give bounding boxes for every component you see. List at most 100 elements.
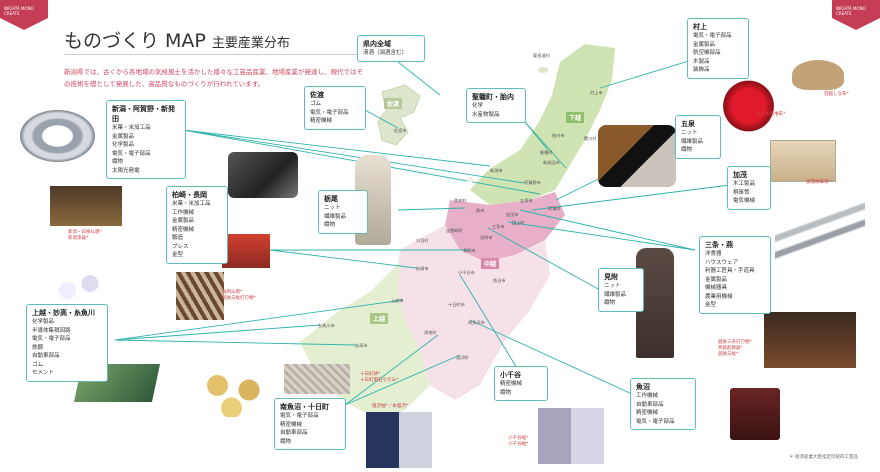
city-label: 出雲崎町 xyxy=(446,228,463,233)
title-main: ものづくり MAP xyxy=(64,30,206,52)
city-label: 見附市 xyxy=(480,235,493,240)
area-item: 織物 xyxy=(280,438,292,445)
paulownia-chest-photo xyxy=(770,140,836,182)
chuetsu-area xyxy=(395,225,550,400)
area-item: ハウスウェア xyxy=(705,259,739,266)
area-item: 清酒（潟酒含む） xyxy=(363,50,408,56)
area-item: 自動車部品 xyxy=(280,430,308,436)
area-item: 米菓・米加工品 xyxy=(172,201,211,207)
area-item: 精密機械 xyxy=(636,410,659,416)
city-label: 刈羽村 xyxy=(416,238,429,243)
area-item: 水産物製品 xyxy=(472,111,500,118)
area-item: 鉄鋼 xyxy=(32,344,44,351)
area-item: 電気・電子部品 xyxy=(693,33,732,39)
city-label: 聖籠町 xyxy=(540,150,553,155)
city-label: 妙高市 xyxy=(355,343,368,348)
city-label: 阿賀町 xyxy=(548,206,561,211)
area-box-seiro: 聖籠町・胎内 化学 水産物製品 xyxy=(466,88,526,123)
cutlery-photo xyxy=(775,190,865,268)
city-label: 佐渡市 xyxy=(394,128,407,133)
area-item: 化学製品 xyxy=(112,142,135,148)
area-item: ニット xyxy=(681,130,698,136)
city-label: 胎内市 xyxy=(552,133,565,138)
area-box-ojiya: 小千谷 精密機械 織物 xyxy=(494,366,548,401)
textile-photo-1 xyxy=(284,364,350,394)
area-item: 米菓・米加工品 xyxy=(112,125,151,131)
area-item: 金属製品 xyxy=(693,41,716,48)
area-item: 太陽光発電 xyxy=(112,167,140,174)
engine-block-photo xyxy=(228,152,298,198)
area-item: 機械器具 xyxy=(705,285,728,291)
area-box-mitsuke: 見附 ニット 繊維製品 織物 xyxy=(598,268,644,312)
knit-sweaters-photo xyxy=(598,125,676,187)
caption-tokamachi-2: 塩沢紬*／本塩沢* xyxy=(372,404,408,409)
caption-ojiya: 小千谷縮* 小千谷紬* xyxy=(508,436,529,447)
tools-photo xyxy=(176,272,224,320)
brand-tag-text: NIIGATA MONO CREATE xyxy=(836,6,866,16)
caption-nagaoka: 長岡仏壇* 越後与板打刃物* xyxy=(222,290,256,301)
area-item: 化学製品 xyxy=(32,319,55,325)
area-item: 利器工匠具・手道具 xyxy=(705,268,755,274)
area-title: 柏崎・長岡 xyxy=(172,191,207,199)
area-item: 化学 xyxy=(472,103,484,109)
city-label: 加茂市 xyxy=(506,212,519,217)
area-box-prefecture: 県内全域 清酒（潟酒含む） xyxy=(357,35,425,62)
area-item: 木製品 xyxy=(693,58,710,65)
caption-niigata: 新潟・白根仏壇* 新潟漆器* xyxy=(68,230,102,241)
intro-text: 新潟県では、古くから各地域の気候風土を活かした様々な工芸品産業、地場産業が発達し… xyxy=(64,68,363,88)
area-box-tochio: 栃尾 ニット 繊維製品 織物 xyxy=(318,190,368,234)
area-title: 魚沼 xyxy=(636,383,650,391)
city-label: 粟島浦村 xyxy=(533,53,550,58)
area-box-kashiwazaki: 柏崎・長岡 米菓・米加工品 工作機械 金属製品 精密機械 鍛造 プレス 金型 xyxy=(166,186,228,264)
area-item: 航空機部品 xyxy=(693,50,721,56)
area-item: 桐箪笥 xyxy=(733,189,750,196)
area-title: 佐渡 xyxy=(310,91,324,99)
area-title: 小千谷 xyxy=(500,371,521,379)
buddhist-altar-photo xyxy=(50,186,122,226)
area-title: 聖籠町・胎内 xyxy=(472,93,514,101)
city-label: 魚沼市 xyxy=(493,278,506,283)
gears-photo xyxy=(200,372,270,417)
area-box-sanjo: 三条・燕 洋食器 ハウスウェア 利器工匠具・手道具 金属製品 機械器具 農業用機… xyxy=(699,236,771,314)
awashima-island xyxy=(538,67,548,73)
textile-photo-3 xyxy=(538,408,604,464)
city-label: 長岡市 xyxy=(463,248,476,253)
area-item: 織物 xyxy=(324,222,336,228)
area-item: 電気・電子部品 xyxy=(310,109,349,116)
caption-murakami-2: 村上木彫堆朱* xyxy=(756,112,786,117)
area-item: ニット xyxy=(324,205,341,211)
region-label-chuetsu: 中越 xyxy=(481,258,500,269)
area-box-minamiuonuma: 南魚沼・十日町 電気・電子部品 精密機械 自動車部品 織物 xyxy=(274,398,346,450)
leader-lines xyxy=(114,57,731,406)
city-label: 津南町 xyxy=(424,330,437,335)
metal-ring-photo xyxy=(20,110,95,162)
area-box-kamo: 加茂 木工製品 桐箪笥 電気機械 xyxy=(727,166,771,210)
area-item: 繊維製品 xyxy=(604,291,627,298)
area-title: 村上 xyxy=(693,23,707,31)
area-item: 電気機械 xyxy=(733,198,756,204)
city-label: 燕市 xyxy=(476,208,485,213)
area-title: 県内全域 xyxy=(363,40,391,48)
area-title: 上越・妙高・糸魚川 xyxy=(32,309,95,317)
city-label: 関川村 xyxy=(584,136,597,141)
area-item: ゴム xyxy=(32,361,44,368)
area-item: 金型 xyxy=(705,302,717,308)
region-label-sado: 佐渡 xyxy=(384,98,403,109)
city-label: 村上市 xyxy=(590,90,603,95)
city-label: 三条市 xyxy=(492,224,505,229)
copperware-photo xyxy=(764,312,856,368)
city-label: 田上町 xyxy=(512,220,525,225)
lacquer-plate-photo xyxy=(716,80,781,132)
brand-tag-text: NIIGATA MONO CREATE xyxy=(4,6,34,16)
caption-kamo: 加茂桐箪笥* xyxy=(806,180,831,185)
area-box-murakami: 村上 電気・電子部品 金属製品 航空機部品 木製品 装飾品 xyxy=(687,18,749,79)
area-item: 精密機械 xyxy=(500,381,523,387)
city-label: 五泉市 xyxy=(520,198,533,203)
region-label-joetsu: 上越 xyxy=(370,313,389,324)
area-item: 精密機械 xyxy=(172,226,195,233)
city-label: 新発田市 xyxy=(543,160,560,165)
caption-tokamachi-1: 十日町絣* 十日町明石ちぢみ* xyxy=(360,372,399,383)
area-item: 木工製品 xyxy=(733,181,756,187)
area-item: 自動車部品 xyxy=(636,401,664,408)
